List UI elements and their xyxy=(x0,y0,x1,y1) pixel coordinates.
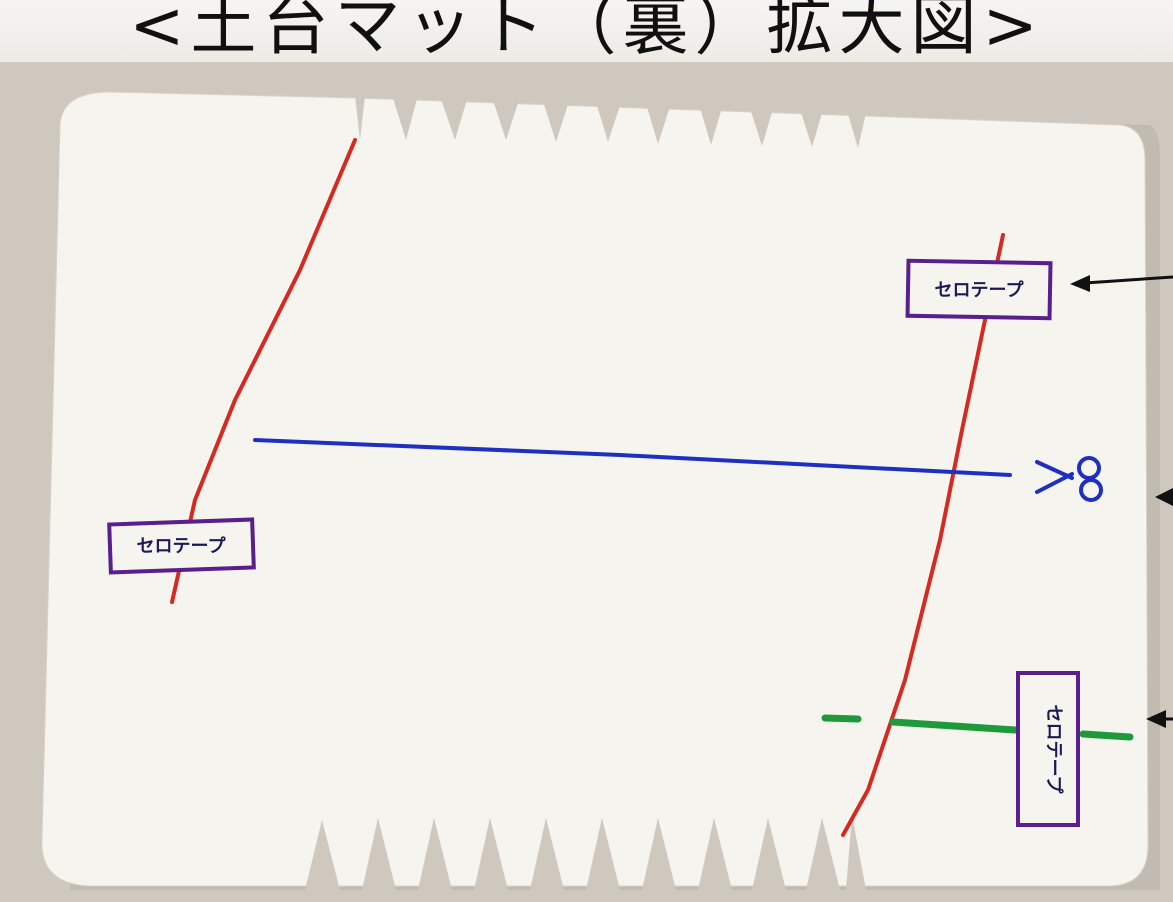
red-line-right xyxy=(841,233,1005,837)
page-title: <土台マット（裏）拡大図> xyxy=(0,0,1173,62)
blue-cut-line xyxy=(253,438,1012,477)
tape-label-text: セロテープ xyxy=(1043,705,1065,795)
bottom-notches xyxy=(305,815,866,890)
top-notches xyxy=(355,95,868,148)
mat-board xyxy=(41,91,1149,887)
tape-label-left: セロテープ xyxy=(107,517,256,575)
tape-label-text: セロテープ xyxy=(935,279,1025,301)
tape-label-text: セロテープ xyxy=(137,535,227,557)
tape-label-top-right: セロテープ xyxy=(905,258,1053,321)
arrow-to-tape-top xyxy=(1070,275,1173,292)
scissors-icon xyxy=(1035,456,1103,502)
arrow-to-green-line xyxy=(1146,710,1173,728)
green-line xyxy=(821,714,1134,741)
tape-label-bottom-right: セロテープ xyxy=(1016,671,1080,827)
